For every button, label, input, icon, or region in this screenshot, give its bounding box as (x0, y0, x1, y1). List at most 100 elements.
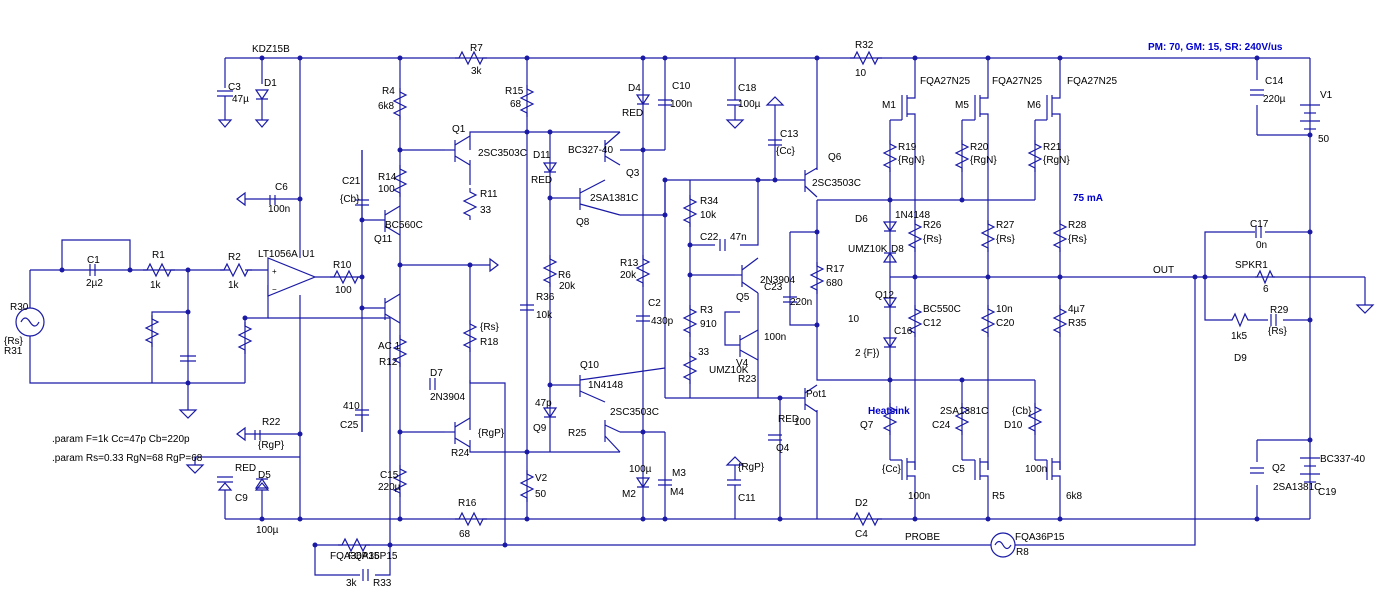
component-label: Q1 (452, 124, 466, 135)
capacitor-c15 (1250, 467, 1264, 474)
component-label: 3k (346, 578, 358, 589)
capacitor-c17 (1255, 226, 1262, 238)
component-label: FQA36P15 (1015, 532, 1065, 543)
resistor-pot1 (682, 352, 698, 384)
component-label: 2 {F}) (855, 348, 879, 359)
resistor-r13 (635, 255, 651, 287)
bjt-q6 (804, 167, 818, 198)
component-label: C16 (894, 326, 913, 337)
mosfet-m4 (1035, 458, 1061, 490)
component-label: R1 (152, 250, 165, 261)
component-label: Q12 (875, 290, 894, 301)
component-label: Q11 (374, 234, 393, 245)
capacitor-c22 (719, 239, 726, 251)
ground-symbols (178, 96, 1375, 491)
resistor-r19 (882, 140, 898, 172)
param-line-1: .param F=1k Cc=47p Cb=220p (52, 434, 190, 445)
resistor-r25 (1027, 403, 1043, 435)
component-label: Q8 (576, 217, 590, 228)
diode-d4 (635, 94, 651, 106)
capacitor-c16 (1270, 314, 1277, 326)
component-label: 50 (535, 489, 547, 500)
resistor-r34 (682, 195, 698, 227)
component-label: C25 (340, 420, 359, 431)
resistor-r2 (220, 262, 252, 278)
component-label: R4 (382, 86, 395, 97)
component-label: R19 (898, 142, 917, 153)
component-label: 2SA1381C (940, 406, 988, 417)
component-label: D8 (891, 244, 904, 255)
component-label: C6 (275, 182, 288, 193)
resistor-r5 (392, 465, 408, 497)
component-label: C21 (342, 176, 361, 187)
component-label: Heatsink (868, 406, 910, 417)
component-label: {RgP} (258, 440, 285, 451)
component-label: 47µ (232, 94, 249, 105)
component-label: {Cc} (882, 464, 902, 475)
component-label: R35 (1068, 318, 1087, 329)
component-label: 10k (700, 210, 717, 221)
component-label: D7 (430, 368, 443, 379)
component-label: C23 (764, 282, 783, 293)
component-label: {RgN} (1043, 155, 1070, 166)
component-label: 33 (480, 205, 492, 216)
component-label: C11 (738, 493, 756, 504)
source-vi (990, 532, 1016, 558)
component-label: C2 (648, 298, 661, 309)
component-label: BC550C (923, 304, 961, 315)
component-label: M1 (882, 100, 896, 111)
component-label: R25 (568, 428, 587, 439)
component-label: {Rs} (480, 322, 500, 333)
diode-d10 (542, 407, 558, 419)
component-label: FQA27N25 (1067, 76, 1117, 87)
resistor-r23 (392, 335, 408, 367)
component-label: 2N3904 (430, 392, 465, 403)
component-label: R16 (458, 498, 477, 509)
diode-d5 (635, 477, 651, 489)
component-label: R2 (228, 252, 241, 263)
component-label: SPKR1 (1235, 260, 1268, 271)
component-label: 68 (510, 99, 522, 110)
bjt-q7 (804, 384, 818, 413)
bjt-q4 (604, 420, 621, 453)
component-label: 2SA1381C (1273, 482, 1321, 493)
component-label: UMZ10K (848, 244, 888, 255)
resistor-r8 (455, 511, 487, 527)
component-label: 2SC3503C (478, 148, 527, 159)
resistor-r33 (850, 511, 882, 527)
component-label: R21 (1043, 142, 1062, 153)
component-label: {RgP} (738, 462, 765, 473)
resistor-r17 (809, 262, 825, 294)
component-label: R15 (505, 86, 524, 97)
capacitor-c6 (269, 195, 276, 205)
bjt-q1 (445, 135, 471, 166)
component-label: R14 (378, 172, 397, 183)
component-label: {Rs} (1268, 326, 1288, 337)
resistor-r26 (907, 220, 923, 252)
component-label: BC327-40 (568, 145, 613, 156)
component-label: C1 (87, 255, 100, 266)
component-label: V4 (736, 358, 749, 369)
component-label: AC 1 (378, 341, 401, 352)
component-label: {Rs} (1068, 234, 1088, 245)
resistor-r35 (682, 305, 698, 337)
bjt-q11 (362, 205, 401, 236)
resistor-r15 (519, 85, 535, 117)
capacitor-c23 (783, 296, 797, 303)
component-label: R3 (700, 305, 713, 316)
param-line-2: .param Rs=0.33 RgN=68 RgP=68 (52, 453, 203, 464)
resistor-r27 (980, 220, 996, 252)
component-label: R33 (373, 578, 392, 589)
bias-current-note: 75 mA (1073, 193, 1103, 204)
component-label: R5 (992, 491, 1005, 502)
component-label: 220n (790, 297, 812, 308)
capacitor-c4 (217, 476, 233, 483)
component-label: 100µ (738, 99, 761, 110)
component-label: C4 (855, 529, 868, 540)
battery-v2 (1300, 457, 1320, 483)
component-label: 100µ (256, 525, 279, 536)
component-label: 10k (536, 310, 553, 321)
component-label: RED (622, 108, 643, 119)
capacitor-c1 (89, 264, 96, 276)
component-label: R23 (738, 374, 757, 385)
